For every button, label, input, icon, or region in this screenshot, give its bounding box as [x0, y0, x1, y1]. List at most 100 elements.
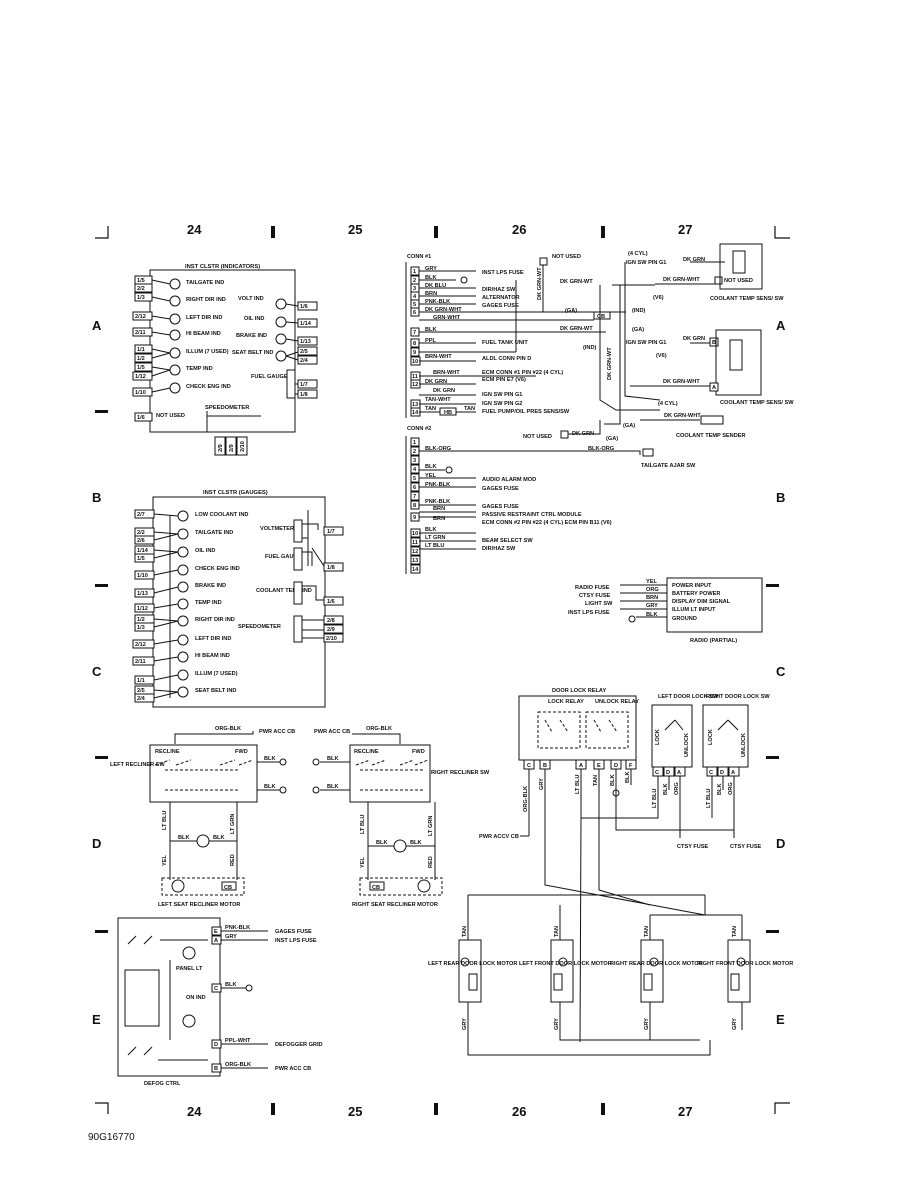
- dest-label: GAGES FUSE: [275, 929, 312, 935]
- pin-label: 14: [412, 410, 419, 416]
- col-label-24-bottom: 24: [187, 1104, 202, 1119]
- wire-label: TAN: [593, 775, 599, 786]
- panel-lt-label: PANEL LT: [176, 966, 203, 972]
- wire-label: PNK-BLK: [425, 299, 450, 305]
- ign-label: IGN SW PIN G1: [626, 260, 666, 266]
- pin-box: [134, 412, 153, 422]
- lamp-label: TAILGATE IND: [186, 280, 224, 286]
- lamp-icon: [169, 364, 181, 376]
- pin-box: [297, 346, 318, 356]
- wire-label: ORG-BLK: [215, 726, 241, 732]
- motor-icon: [649, 957, 659, 967]
- wire-label: GRY: [646, 603, 658, 609]
- pin-box: [410, 437, 420, 447]
- pin-box: [323, 615, 344, 625]
- gauge-lamps: LOW COOLANT IND TAILGATE IND OIL IND CHE…: [153, 510, 248, 699]
- motor-label: RIGHT FRONT DOOR LOCK MOTOR: [697, 961, 793, 967]
- wire-label: LT BLU: [706, 789, 712, 808]
- switch-contacts: [355, 759, 429, 791]
- defog-box: [117, 917, 221, 1077]
- pin-label: 7: [413, 330, 416, 336]
- lamp-icon: [177, 598, 189, 610]
- pin-label: 10: [412, 531, 418, 537]
- pin-label: 2/4: [300, 358, 309, 364]
- pin-label: F: [629, 763, 633, 769]
- lamp-label: RIGHT DIR IND: [186, 297, 226, 303]
- motor-label: LEFT REAR DOOR LOCK MOTOR: [428, 961, 517, 967]
- source-label: INST LPS FUSE: [568, 610, 610, 616]
- fwd-label: FWD: [412, 749, 425, 755]
- ground-icon: [279, 758, 287, 766]
- not-used-label: NOT USED: [724, 278, 753, 284]
- pin-box: [709, 382, 719, 392]
- pin-label: 2/8: [327, 618, 335, 624]
- pin-label: 1: [413, 269, 416, 275]
- wire-label: GRN-WHT: [433, 315, 461, 321]
- wire-label: BLK: [327, 784, 339, 790]
- pin-label: 1/7: [300, 382, 308, 388]
- wire-label: BLK: [610, 775, 616, 787]
- voltmeter-icon: [293, 519, 303, 543]
- ground-icon: [460, 276, 468, 284]
- cb-icon: [221, 881, 237, 891]
- lamp-icon: [177, 528, 189, 540]
- lamp-icon: [177, 546, 189, 558]
- lamp-label: ILLUM (7 USED): [186, 349, 229, 355]
- tag-label: (IND): [583, 345, 596, 351]
- pin-label: 10: [412, 359, 418, 365]
- tag-label: (V6): [653, 295, 664, 301]
- gauge-right-label: VOLTMETER: [260, 526, 294, 532]
- pin-box: [410, 555, 421, 565]
- pin-label: B: [543, 763, 547, 769]
- wire-label: TAN: [732, 926, 738, 937]
- motor-label: RIGHT REAR DOOR LOCK MOTOR: [610, 961, 703, 967]
- motor-label: LEFT SEAT RECLINER MOTOR: [158, 902, 240, 908]
- lamp-icon: [169, 347, 181, 359]
- wire-label: BLK: [663, 784, 669, 796]
- right-lamp-label: SEAT BELT IND: [232, 350, 273, 356]
- sensor-icon: [732, 250, 746, 274]
- wire-label: PPL-WHT: [225, 1038, 251, 1044]
- wire-label: DK BLU: [425, 283, 446, 289]
- lamp-icon: [177, 564, 189, 576]
- pin-label: 2/9: [229, 444, 235, 452]
- pwr-label: PWR ACC CB: [314, 729, 350, 735]
- pin-label: C: [214, 986, 218, 992]
- row-label-c-right: C: [776, 664, 786, 679]
- wire-label: DK GRN-WT: [560, 326, 593, 332]
- motor-wiring: [467, 889, 743, 1056]
- wire-label: DK GRN-WHT: [663, 379, 700, 385]
- dest-label: INST LPS FUSE: [275, 938, 317, 944]
- recline-label: RECLINE: [155, 749, 180, 755]
- left-sw-title: LEFT DOOR LOCK SW: [658, 694, 719, 700]
- motor-icon: [736, 957, 746, 967]
- motor-icon: [171, 879, 185, 893]
- pin-label: 2/5: [137, 688, 145, 694]
- tag-label: (4 CYL): [658, 401, 678, 407]
- corner-mark-tl: [95, 226, 109, 239]
- recline-label: RECLINE: [354, 749, 379, 755]
- row-label-b: B: [92, 490, 101, 505]
- row-label-a: A: [92, 318, 102, 333]
- switch-contact: [717, 719, 739, 731]
- pin-label: B: [214, 1066, 218, 1072]
- conn2-pins: 1 2 3 4 5 6 7 8 9 10 11 12 13 14: [410, 437, 421, 574]
- dest-label: FUEL TANK UNIT: [482, 340, 528, 346]
- dest-label: ALDL CONN PIN D: [482, 356, 531, 362]
- pin-label: 9: [413, 350, 416, 356]
- sensor-label: COOLANT TEMP SENS/ SW: [720, 400, 794, 406]
- pin-label: 4: [413, 294, 417, 300]
- pin-label: 8: [413, 341, 416, 347]
- wire-label: ORG-BLK: [523, 786, 529, 812]
- source-label: CTSY FUSE: [579, 593, 611, 599]
- tag-label: (4 CYL): [628, 251, 648, 257]
- pin-label: 1/10: [135, 390, 146, 396]
- wire-label: LT BLU: [360, 815, 366, 834]
- cb-icon: [730, 973, 740, 991]
- corner-mark-bl: [95, 1102, 109, 1114]
- pin-label: 1/2: [137, 356, 145, 362]
- wire-label: BLK: [213, 835, 225, 841]
- radio-wire-lines: [620, 584, 667, 618]
- conn1-routing: NOT USED DK GRN-WT DK GRN-WT DK GRN-WT D…: [515, 251, 678, 442]
- row-label-c: C: [92, 664, 102, 679]
